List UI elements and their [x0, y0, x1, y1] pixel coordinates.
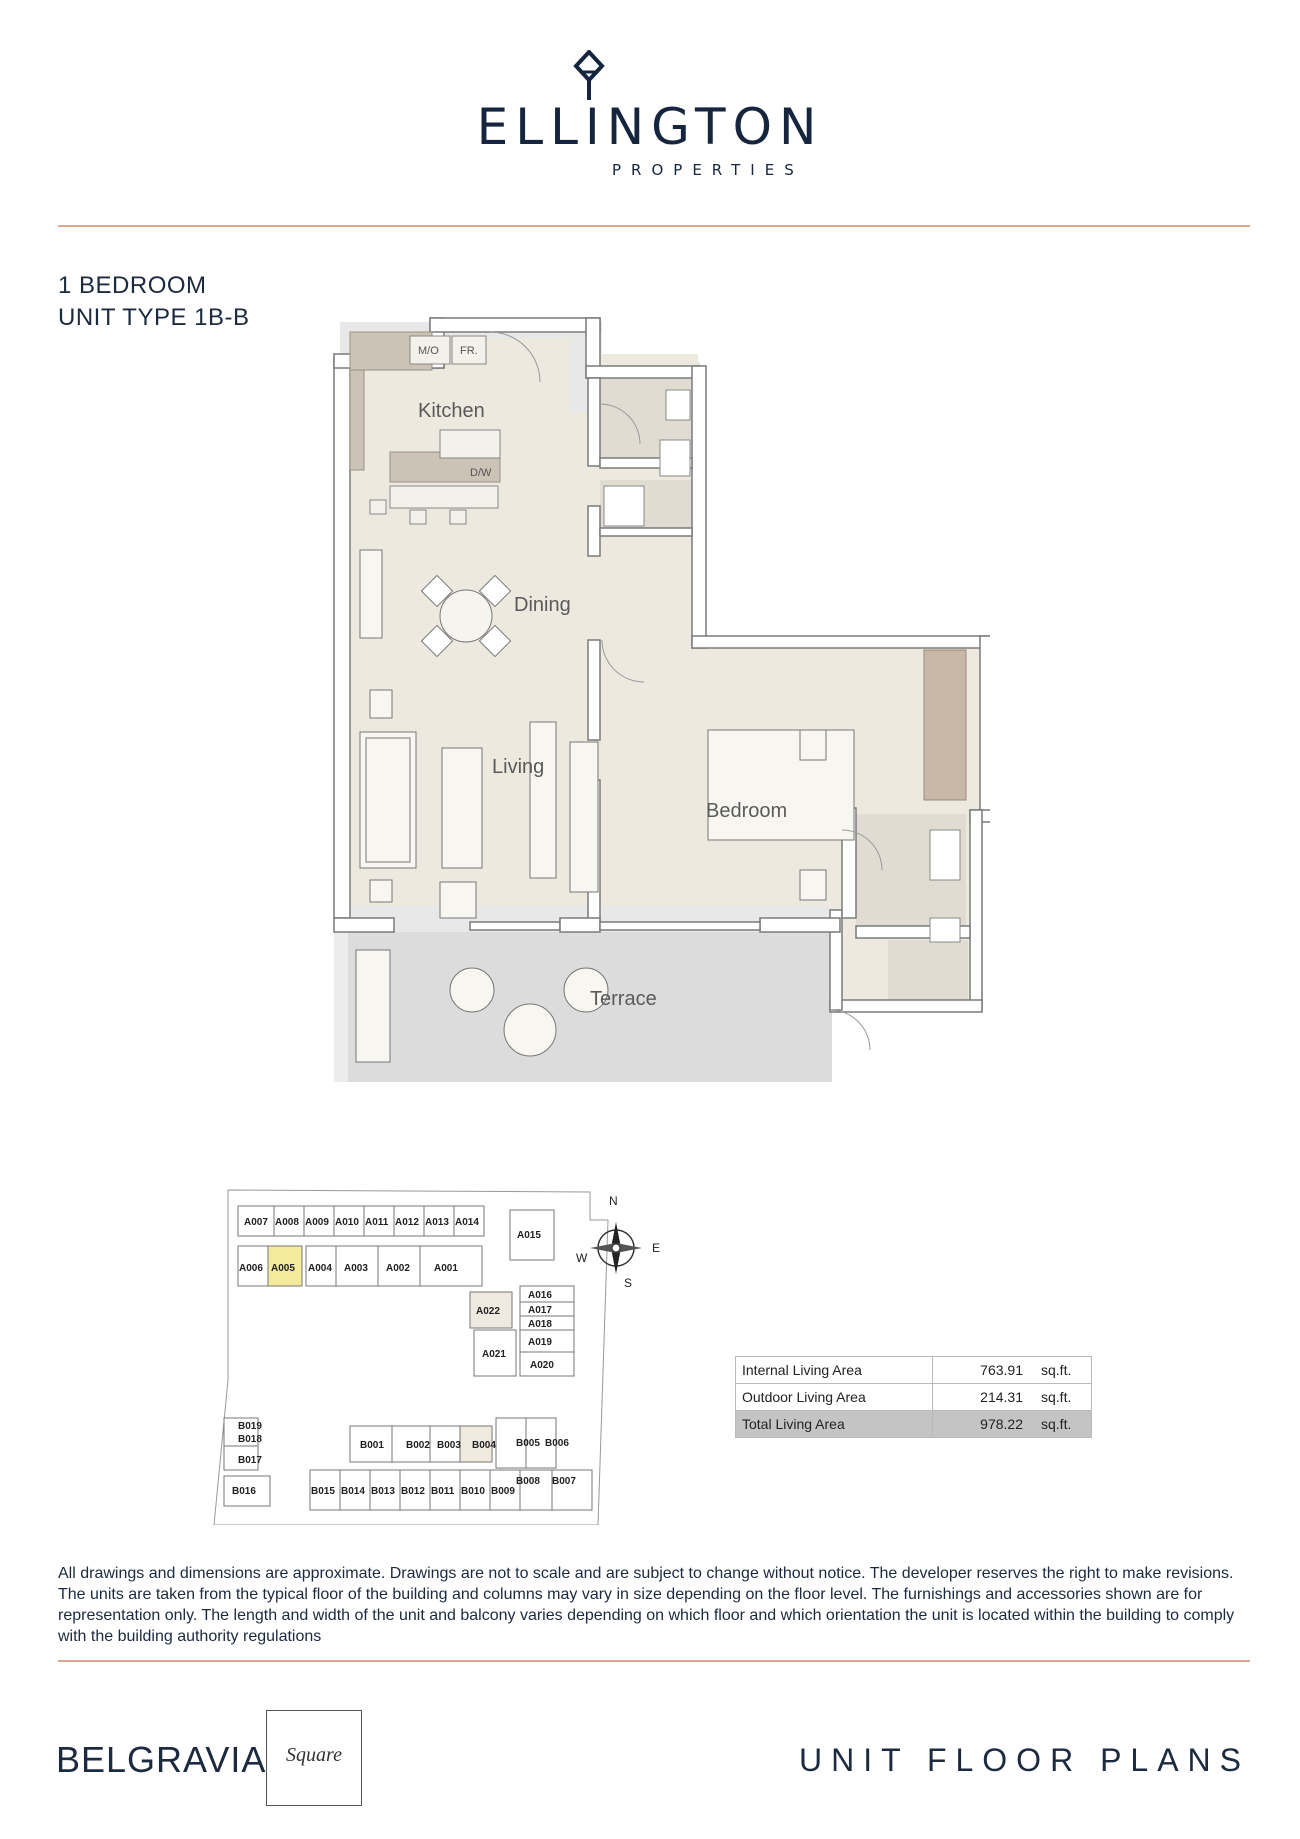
room-label-living: Living: [492, 756, 545, 778]
room-label-dining: Dining: [514, 594, 571, 616]
key-unit-A020: A020: [530, 1360, 554, 1371]
key-unit-B003: B003: [437, 1440, 461, 1451]
project-script: Square: [286, 1744, 342, 1766]
area-value: 214.31: [932, 1383, 1035, 1411]
area-label: Outdoor Living Area: [735, 1383, 933, 1411]
key-unit-B004: B004: [472, 1440, 496, 1451]
area-value: 763.91: [932, 1356, 1035, 1384]
key-unit-B002: B002: [406, 1440, 430, 1451]
area-row-outdoor: Outdoor Living Area 214.31 sq.ft.: [735, 1383, 1092, 1411]
compass-east: E: [652, 1241, 660, 1255]
area-row-total: Total Living Area 978.22 sq.ft.: [735, 1410, 1092, 1438]
area-unit: sq.ft.: [1035, 1410, 1092, 1438]
key-unit-B001: B001: [360, 1440, 384, 1451]
key-unit-A019: A019: [528, 1337, 552, 1348]
fixture-label-dw: D/W: [470, 467, 492, 479]
key-unit-B007: B007: [552, 1476, 576, 1487]
area-label: Internal Living Area: [735, 1356, 933, 1384]
room-label-terrace: Terrace: [590, 988, 657, 1010]
key-unit-A014: A014: [455, 1217, 479, 1228]
key-unit-A018: A018: [528, 1319, 552, 1330]
key-unit-A010: A010: [335, 1217, 359, 1228]
key-unit-B009: B009: [491, 1486, 515, 1497]
compass-west: W: [576, 1251, 588, 1265]
disclaimer-text: All drawings and dimensions are approxim…: [58, 1565, 1235, 1645]
key-unit-B017: B017: [238, 1455, 262, 1466]
key-unit-A004: A004: [308, 1263, 332, 1274]
fixture-label-mo: M/O: [418, 345, 439, 357]
company-logo-wordmark: ELLINGTON: [476, 98, 824, 156]
key-unit-A009: A009: [305, 1217, 329, 1228]
unit-type: UNIT TYPE 1B-B: [58, 304, 250, 331]
key-unit-B005: B005: [516, 1438, 540, 1449]
key-unit-A006: A006: [239, 1263, 263, 1274]
compass-south: S: [624, 1276, 632, 1290]
unit-bedrooms: 1 BEDROOM: [58, 272, 207, 299]
key-plan: A007 A008 A009 A010 A011 A012 A013 A014 …: [213, 1189, 660, 1525]
key-unit-B019: B019: [238, 1421, 262, 1432]
key-unit-B008: B008: [516, 1476, 540, 1487]
key-unit-A001: A001: [434, 1263, 458, 1274]
key-unit-B013: B013: [371, 1486, 395, 1497]
key-unit-A007: A007: [244, 1217, 268, 1228]
key-unit-B018: B018: [238, 1434, 262, 1445]
key-unit-A017: A017: [528, 1305, 552, 1316]
compass-north: N: [609, 1194, 618, 1208]
header-divider: [58, 225, 1250, 227]
key-unit-A013: A013: [425, 1217, 449, 1228]
key-unit-A008: A008: [275, 1217, 299, 1228]
area-unit: sq.ft.: [1035, 1356, 1092, 1384]
key-unit-A022: A022: [476, 1306, 500, 1317]
area-value: 978.22: [932, 1410, 1035, 1438]
key-unit-A021: A021: [482, 1349, 506, 1360]
key-unit-A003: A003: [344, 1263, 368, 1274]
room-label-kitchen: Kitchen: [418, 400, 485, 422]
fixture-label-fr: FR.: [460, 345, 478, 357]
company-logo-subtitle: PROPERTIES: [612, 161, 804, 179]
key-unit-B014: B014: [341, 1486, 365, 1497]
floor-plan: [333, 317, 990, 1082]
key-unit-B010: B010: [461, 1486, 485, 1497]
footer-divider: [58, 1660, 1250, 1662]
key-unit-B015: B015: [311, 1486, 335, 1497]
key-unit-A011: A011: [365, 1217, 389, 1228]
area-label: Total Living Area: [735, 1410, 933, 1438]
room-label-bedroom: Bedroom: [706, 800, 788, 822]
key-unit-B006: B006: [545, 1438, 569, 1449]
key-unit-A002: A002: [386, 1263, 410, 1274]
project-name: BELGRAVIA: [56, 1739, 267, 1780]
project-script-box: [266, 1710, 362, 1806]
key-unit-B012: B012: [401, 1486, 425, 1497]
key-unit-B011: B011: [431, 1486, 455, 1497]
area-unit: sq.ft.: [1035, 1383, 1092, 1411]
area-table: Internal Living Area 763.91 sq.ft. Outdo…: [735, 1356, 1092, 1438]
key-unit-A016: A016: [528, 1290, 552, 1301]
area-row-internal: Internal Living Area 763.91 sq.ft.: [735, 1356, 1092, 1384]
key-unit-A005: A005: [271, 1263, 295, 1274]
footer-title: UNIT FLOOR PLANS: [798, 1742, 1250, 1778]
key-unit-A015: A015: [517, 1230, 541, 1241]
key-unit-B016: B016: [232, 1486, 256, 1497]
compass-rose-icon: [590, 1222, 642, 1274]
key-unit-A012: A012: [395, 1217, 419, 1228]
ellington-logo-mark: [573, 50, 605, 100]
